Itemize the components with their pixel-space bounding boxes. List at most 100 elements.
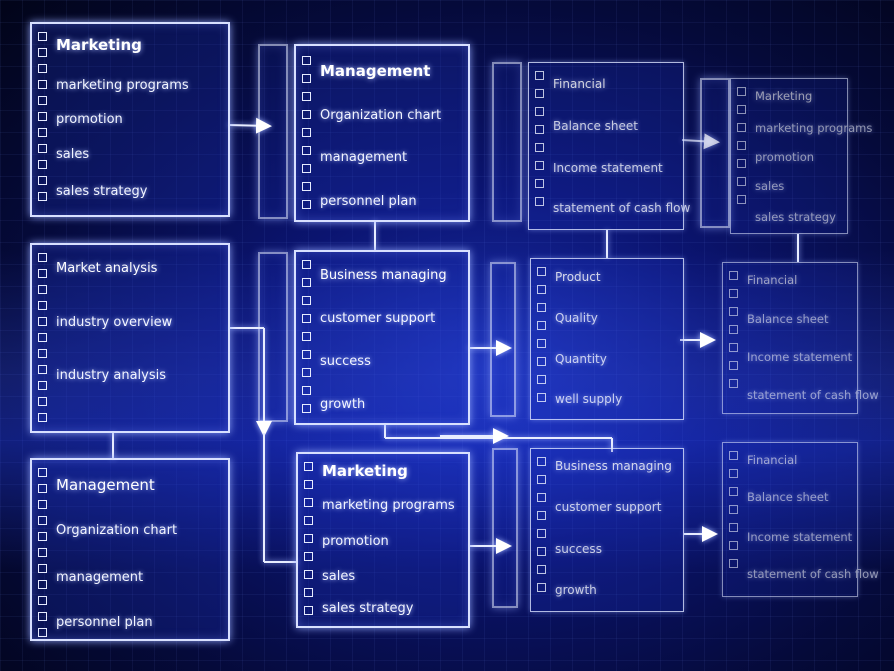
checkbox[interactable] (38, 317, 47, 326)
checkbox[interactable] (38, 397, 47, 406)
checkbox[interactable] (729, 271, 738, 280)
checkbox[interactable] (304, 480, 313, 489)
checkbox[interactable] (729, 307, 738, 316)
checkbox[interactable] (304, 462, 313, 471)
checkbox[interactable] (537, 357, 546, 366)
checkbox[interactable] (38, 96, 47, 105)
checkbox[interactable] (38, 532, 47, 541)
checkbox[interactable] (729, 469, 738, 478)
checkbox[interactable] (38, 612, 47, 621)
checkbox[interactable] (38, 548, 47, 557)
checkbox[interactable] (737, 177, 746, 186)
checkbox[interactable] (302, 314, 311, 323)
checkbox[interactable] (38, 48, 47, 57)
checkbox[interactable] (302, 56, 311, 65)
checkbox[interactable] (537, 493, 546, 502)
checkbox[interactable] (302, 332, 311, 341)
checkbox[interactable] (535, 89, 544, 98)
checkbox[interactable] (729, 343, 738, 352)
checkbox[interactable] (302, 110, 311, 119)
checkbox[interactable] (737, 105, 746, 114)
checkbox[interactable] (729, 451, 738, 460)
checkbox[interactable] (304, 588, 313, 597)
checkbox[interactable] (537, 339, 546, 348)
checkbox[interactable] (302, 164, 311, 173)
checkbox[interactable] (38, 160, 47, 169)
checkbox[interactable] (304, 498, 313, 507)
checkbox[interactable] (38, 64, 47, 73)
checkbox[interactable] (304, 606, 313, 615)
checkbox[interactable] (38, 192, 47, 201)
checkbox[interactable] (537, 321, 546, 330)
checkbox[interactable] (38, 269, 47, 278)
checkbox[interactable] (38, 596, 47, 605)
checkbox[interactable] (302, 74, 311, 83)
checkbox[interactable] (38, 580, 47, 589)
checkbox[interactable] (737, 141, 746, 150)
checkbox[interactable] (304, 570, 313, 579)
checkbox[interactable] (38, 349, 47, 358)
checkbox[interactable] (537, 375, 546, 384)
checkbox[interactable] (302, 260, 311, 269)
checkbox[interactable] (302, 182, 311, 191)
checkbox[interactable] (302, 146, 311, 155)
checkbox[interactable] (302, 128, 311, 137)
checkbox[interactable] (535, 107, 544, 116)
checkbox[interactable] (302, 92, 311, 101)
checkbox[interactable] (302, 350, 311, 359)
checkbox[interactable] (537, 547, 546, 556)
checkbox[interactable] (535, 143, 544, 152)
checkbox[interactable] (304, 534, 313, 543)
checkbox[interactable] (38, 381, 47, 390)
checkbox[interactable] (537, 393, 546, 402)
checkbox[interactable] (737, 123, 746, 132)
checkbox[interactable] (737, 87, 746, 96)
checkbox[interactable] (535, 71, 544, 80)
checkbox[interactable] (38, 301, 47, 310)
checkbox[interactable] (537, 285, 546, 294)
checkbox[interactable] (729, 289, 738, 298)
checkbox[interactable] (729, 379, 738, 388)
checkbox[interactable] (535, 125, 544, 134)
checkbox[interactable] (302, 296, 311, 305)
checkbox[interactable] (38, 128, 47, 137)
checkbox[interactable] (537, 267, 546, 276)
checkbox[interactable] (38, 484, 47, 493)
checkbox[interactable] (535, 197, 544, 206)
checkbox[interactable] (729, 559, 738, 568)
checkbox[interactable] (537, 475, 546, 484)
checkbox[interactable] (38, 333, 47, 342)
checkbox[interactable] (38, 112, 47, 121)
checkbox[interactable] (537, 583, 546, 592)
checkbox[interactable] (729, 361, 738, 370)
checkbox[interactable] (302, 200, 311, 209)
checkbox[interactable] (302, 368, 311, 377)
checkbox[interactable] (38, 564, 47, 573)
checkbox[interactable] (38, 468, 47, 477)
checkbox[interactable] (38, 253, 47, 262)
checkbox[interactable] (537, 565, 546, 574)
checkbox[interactable] (304, 552, 313, 561)
checkbox[interactable] (38, 516, 47, 525)
checkbox[interactable] (38, 413, 47, 422)
checkbox[interactable] (729, 541, 738, 550)
checkbox[interactable] (729, 505, 738, 514)
checkbox[interactable] (302, 278, 311, 287)
checkbox[interactable] (537, 529, 546, 538)
checkbox[interactable] (729, 325, 738, 334)
checkbox[interactable] (38, 32, 47, 41)
checkbox[interactable] (537, 511, 546, 520)
checkbox[interactable] (38, 80, 47, 89)
checkbox[interactable] (737, 195, 746, 204)
checkbox[interactable] (737, 159, 746, 168)
checkbox[interactable] (38, 144, 47, 153)
checkbox[interactable] (729, 523, 738, 532)
checkbox[interactable] (38, 500, 47, 509)
checkbox[interactable] (537, 457, 546, 466)
checkbox[interactable] (304, 516, 313, 525)
checkbox[interactable] (535, 161, 544, 170)
checkbox[interactable] (38, 176, 47, 185)
checkbox[interactable] (38, 285, 47, 294)
checkbox[interactable] (535, 179, 544, 188)
checkbox[interactable] (537, 303, 546, 312)
